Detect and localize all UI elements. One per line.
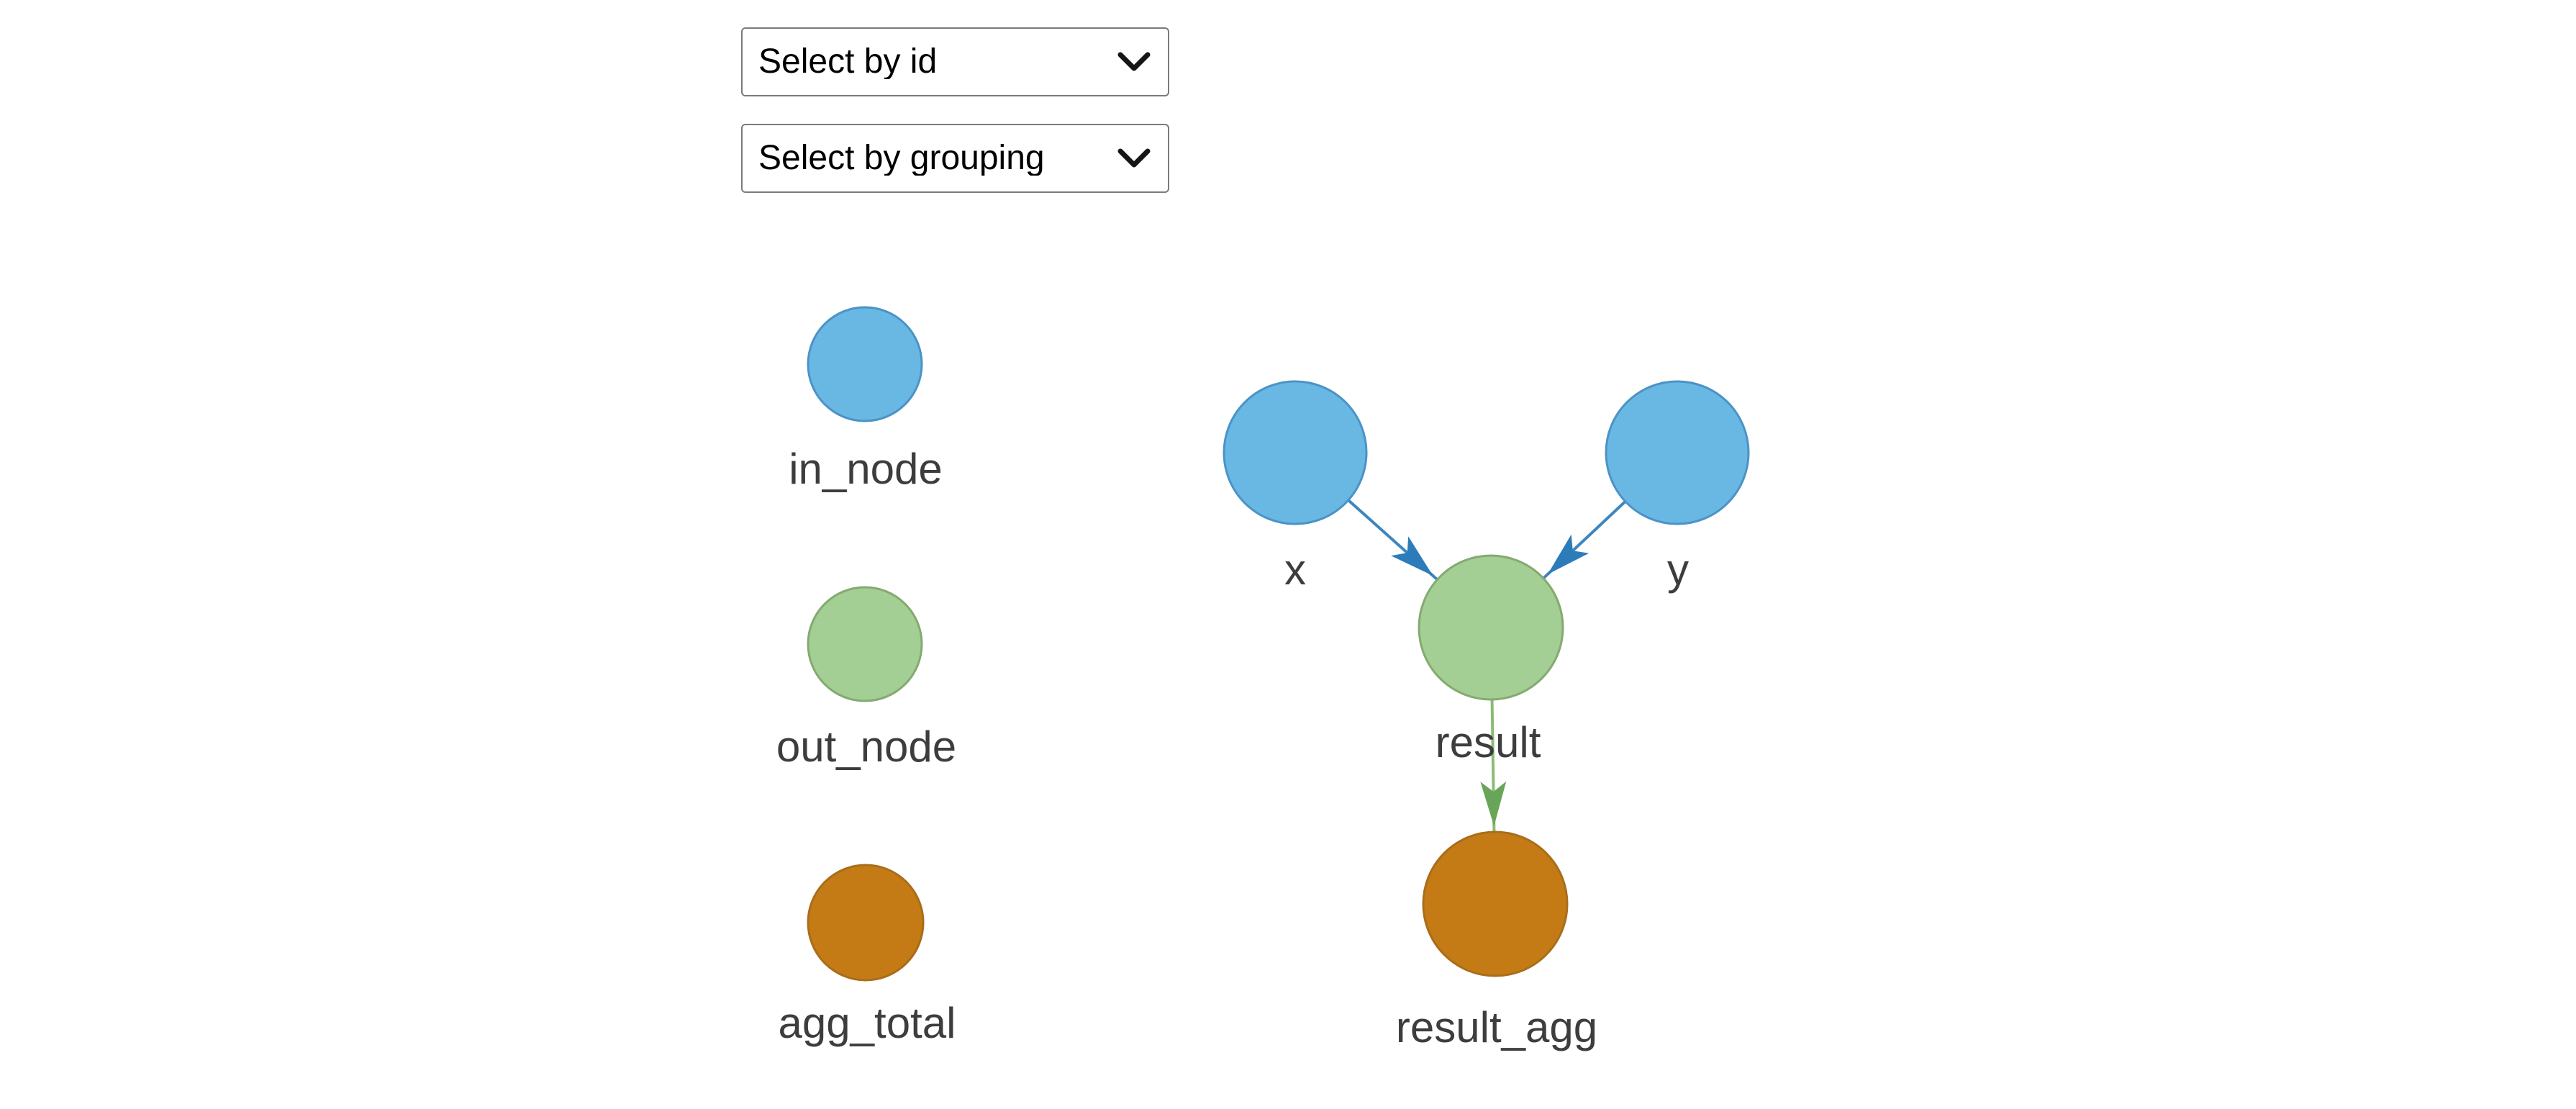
arrowhead-y-result: [1547, 534, 1589, 575]
graph-node-label-result_agg: result_agg: [1396, 1003, 1597, 1051]
select-by-id-wrapper: Select by id: [741, 27, 1169, 96]
graph-node-x[interactable]: [1223, 380, 1368, 525]
graph-node-label-result: result: [1436, 718, 1541, 766]
legend-label-agg_total: agg_total: [779, 999, 956, 1047]
arrowhead-x-result: [1391, 536, 1433, 576]
legend-node-agg_total: [807, 864, 925, 982]
labels-layer: x y result result_agg: [1284, 546, 1689, 1051]
select-by-grouping[interactable]: Select by grouping: [741, 124, 1169, 193]
graph-node-result_agg[interactable]: [1422, 830, 1569, 977]
legend-label-in_node: in_node: [789, 445, 943, 493]
select-by-id[interactable]: Select by id: [741, 27, 1169, 96]
graph-node-label-x: x: [1284, 546, 1306, 594]
graph-node-y[interactable]: [1605, 380, 1750, 525]
arrowheads-layer: [1391, 534, 1589, 826]
arrowhead-result-result_agg: [1480, 781, 1507, 826]
legend-node-in_node: [807, 306, 923, 422]
legend-label-out_node: out_node: [776, 723, 956, 771]
legend-node-out_node: [807, 586, 923, 702]
nodes-layer: [1223, 380, 1750, 977]
select-by-grouping-wrapper: Select by grouping: [741, 124, 1169, 193]
legend: in_node out_node agg_total: [776, 306, 956, 1047]
graph-node-result[interactable]: [1418, 554, 1564, 701]
graph-node-label-y: y: [1667, 546, 1689, 594]
